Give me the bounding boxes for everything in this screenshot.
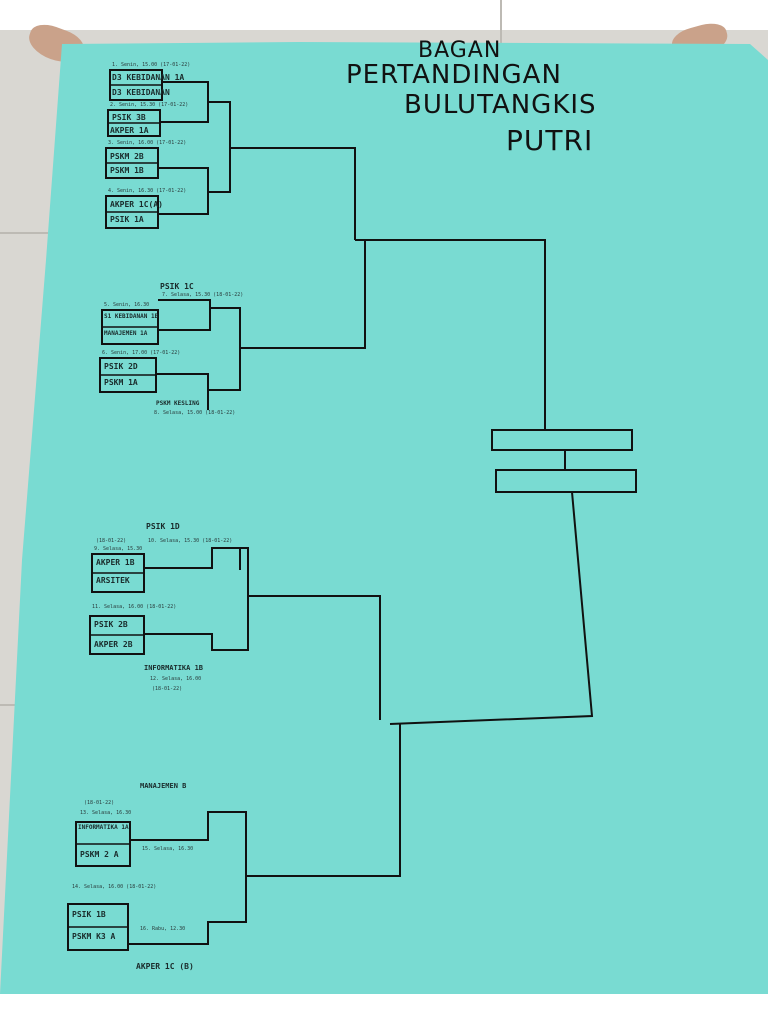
team-label: INFORMATIKA 1B <box>144 664 203 672</box>
team-label: PSIK 1B <box>72 910 106 919</box>
team-label: D3 KEBIDANAN <box>112 88 170 97</box>
match-note: 1. Senin, 15.00 (17-01-22) <box>112 62 190 68</box>
team-label: PSKM KESLING <box>156 400 199 407</box>
team-label: D3 KEBIDANAN 1A <box>112 73 184 82</box>
team-label: PSIK 2B <box>94 620 128 629</box>
team-label: ARSITEK <box>96 576 130 585</box>
match-note: 14. Selasa, 16.00 (18-01-22) <box>72 884 156 890</box>
match-note: 15. Selasa, 16.30 <box>142 846 193 852</box>
team-label: AKPER 1C(A) <box>110 200 163 209</box>
match-note: 9. Selasa, 15.30 <box>94 546 142 552</box>
team-label: PSKM 2B <box>110 152 144 161</box>
team-label: S1 KEBIDANAN 1B <box>104 313 158 320</box>
match-note: (18-01-22) <box>152 686 182 692</box>
match-note: (18-01-22) <box>84 800 114 806</box>
team-label: MANAJEMEN B <box>140 782 186 790</box>
team-label: PSKM 1A <box>104 378 138 387</box>
team-label: PSIK 1D <box>146 522 180 531</box>
title-line-4: PUTRI <box>506 124 593 157</box>
match-note: 2. Senin, 15.30 (17-01-22) <box>110 102 188 108</box>
team-label: PSIK 3B <box>112 113 146 122</box>
match-note: 8. Selasa, 15.00 (18-01-22) <box>154 410 235 416</box>
team-label: PSKM 2 A <box>80 850 119 859</box>
team-label: AKPER 1B <box>96 558 135 567</box>
team-label: PSIK 1C <box>160 282 194 291</box>
match-note: 4. Senin, 16.30 (17-01-22) <box>108 188 186 194</box>
team-label: PSKM 1B <box>110 166 144 175</box>
match-note: 7. Selasa, 15.30 (18-01-22) <box>162 292 243 298</box>
team-label: AKPER 1A <box>110 126 149 135</box>
match-note: 3. Senin, 16.00 (17-01-22) <box>108 140 186 146</box>
match-note: 11. Selasa, 16.00 (18-01-22) <box>92 604 176 610</box>
team-label: AKPER 2B <box>94 640 133 649</box>
match-note: 12. Selasa, 16.00 <box>150 676 201 682</box>
team-label: MANAJEMEN 1A <box>104 330 147 337</box>
team-label: PSIK 2D <box>104 362 138 371</box>
team-label: INFORMATIKA 1A <box>78 824 129 831</box>
team-label: PSIK 1A <box>110 215 144 224</box>
title-line-2: PERTANDINGAN <box>346 60 562 90</box>
title-line-3: BULUTANGKIS <box>404 90 597 120</box>
match-note: 16. Rabu, 12.30 <box>140 926 185 932</box>
match-note: 10. Selasa, 15.30 (18-01-22) <box>148 538 232 544</box>
team-label: AKPER 1C (B) <box>136 962 194 971</box>
team-label: PSKM K3 A <box>72 932 115 941</box>
match-note: 13. Selasa, 16.30 <box>80 810 131 816</box>
match-note: 5. Senin, 16.30 <box>104 302 149 308</box>
match-note: (18-01-22) <box>96 538 126 544</box>
match-note: 6. Senin, 17.00 (17-01-22) <box>102 350 180 356</box>
